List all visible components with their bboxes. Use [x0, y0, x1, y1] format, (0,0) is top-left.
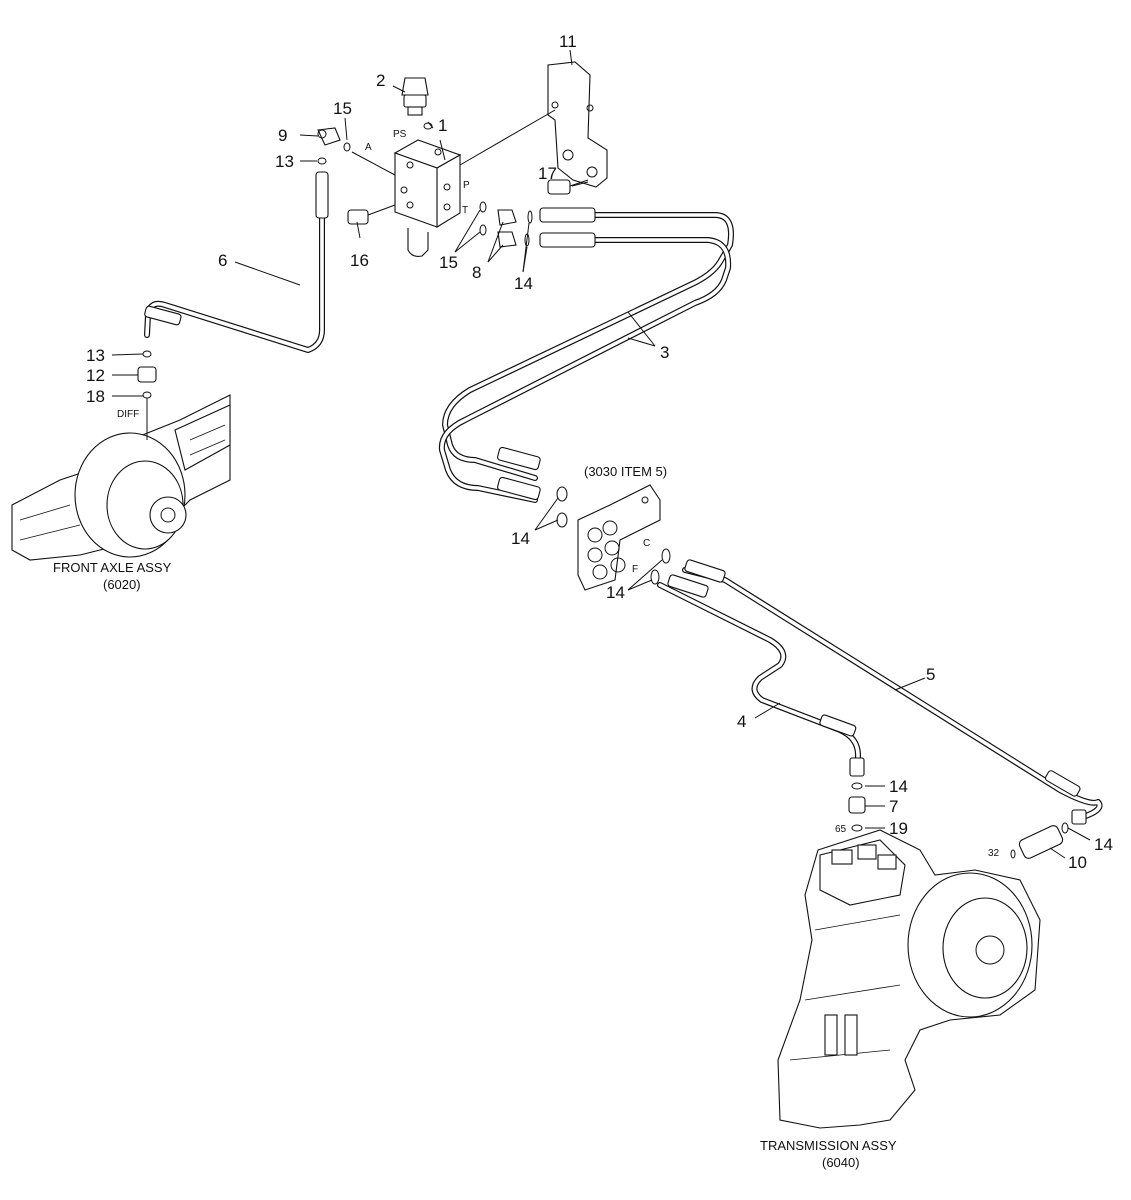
caption-front-axle-code: (6020)	[103, 577, 141, 592]
bolt-17	[547, 179, 589, 195]
callout-4: 4	[737, 712, 746, 731]
fitting-12	[137, 366, 157, 383]
callout-14-tube5: 14	[1094, 835, 1113, 854]
callout-7: 7	[889, 797, 898, 816]
port-diff: DIFF	[117, 409, 139, 420]
pressure-switch	[401, 77, 429, 116]
port-a: A	[365, 142, 372, 153]
callout-6: 6	[218, 251, 227, 270]
callout-15-bottom: 15	[439, 253, 458, 272]
port-p: P	[463, 180, 470, 191]
callout-8: 8	[472, 263, 481, 282]
callout-5: 5	[926, 665, 935, 684]
front-axle-assembly	[11, 394, 231, 561]
callout-13-axle: 13	[86, 346, 105, 365]
callout-13-top: 13	[275, 152, 294, 171]
port-f: F	[632, 564, 638, 575]
port-t: T	[462, 205, 468, 216]
callout-14-valve: 14	[514, 274, 533, 293]
callout-19: 19	[889, 819, 908, 838]
port-ps: PS	[393, 129, 407, 140]
callout-16: 16	[350, 251, 369, 270]
mounting-bracket	[547, 61, 608, 188]
caption-front-axle: FRONT AXLE ASSY	[53, 560, 172, 575]
fitting-7	[848, 796, 866, 814]
callout-14-manifold-out: 14	[606, 583, 625, 602]
callouts: 1 2 3 4 5 6 7 8 9 10 11 12 13 13 14 14 1…	[86, 32, 1113, 872]
callout-11: 11	[559, 32, 577, 51]
callout-9: 9	[278, 126, 287, 145]
caption-valve-ref: (3030 ITEM 5)	[584, 464, 667, 479]
port-c: C	[643, 538, 650, 549]
callout-3: 3	[660, 343, 669, 362]
fitting-8	[497, 209, 517, 248]
fitting-16	[347, 204, 396, 225]
tube-3-lower	[438, 237, 732, 503]
port-65: 65	[835, 824, 847, 835]
callout-14-tube4: 14	[889, 777, 908, 796]
callout-1: 1	[438, 116, 447, 135]
callout-10: 10	[1068, 853, 1087, 872]
fitting-9	[317, 127, 341, 146]
valve-block	[393, 139, 462, 257]
transmission-assembly	[777, 829, 1041, 1129]
fitting-10	[1018, 825, 1064, 859]
caption-transmission-code: (6040)	[822, 1155, 860, 1170]
caption-transmission: TRANSMISSION ASSY	[760, 1138, 897, 1153]
callout-12: 12	[86, 366, 105, 385]
tube-4	[657, 582, 861, 768]
tube-5	[682, 567, 1103, 821]
callout-15-top: 15	[333, 99, 352, 118]
leader-lines	[111, 49, 1091, 859]
callout-17: 17	[538, 164, 557, 183]
o-rings	[142, 122, 1069, 859]
callout-14-manifold-in: 14	[511, 529, 530, 548]
hose-fittings	[144, 171, 1087, 825]
port-labels: PS A P T DIFF C F 65 32	[117, 129, 1000, 859]
port-32: 32	[988, 848, 1000, 859]
captions: (3030 ITEM 5) FRONT AXLE ASSY (6020) TRA…	[53, 464, 897, 1170]
valve-manifold	[577, 484, 661, 591]
callout-2: 2	[376, 71, 385, 90]
callout-18: 18	[86, 387, 105, 406]
tube-3-upper	[442, 212, 734, 481]
